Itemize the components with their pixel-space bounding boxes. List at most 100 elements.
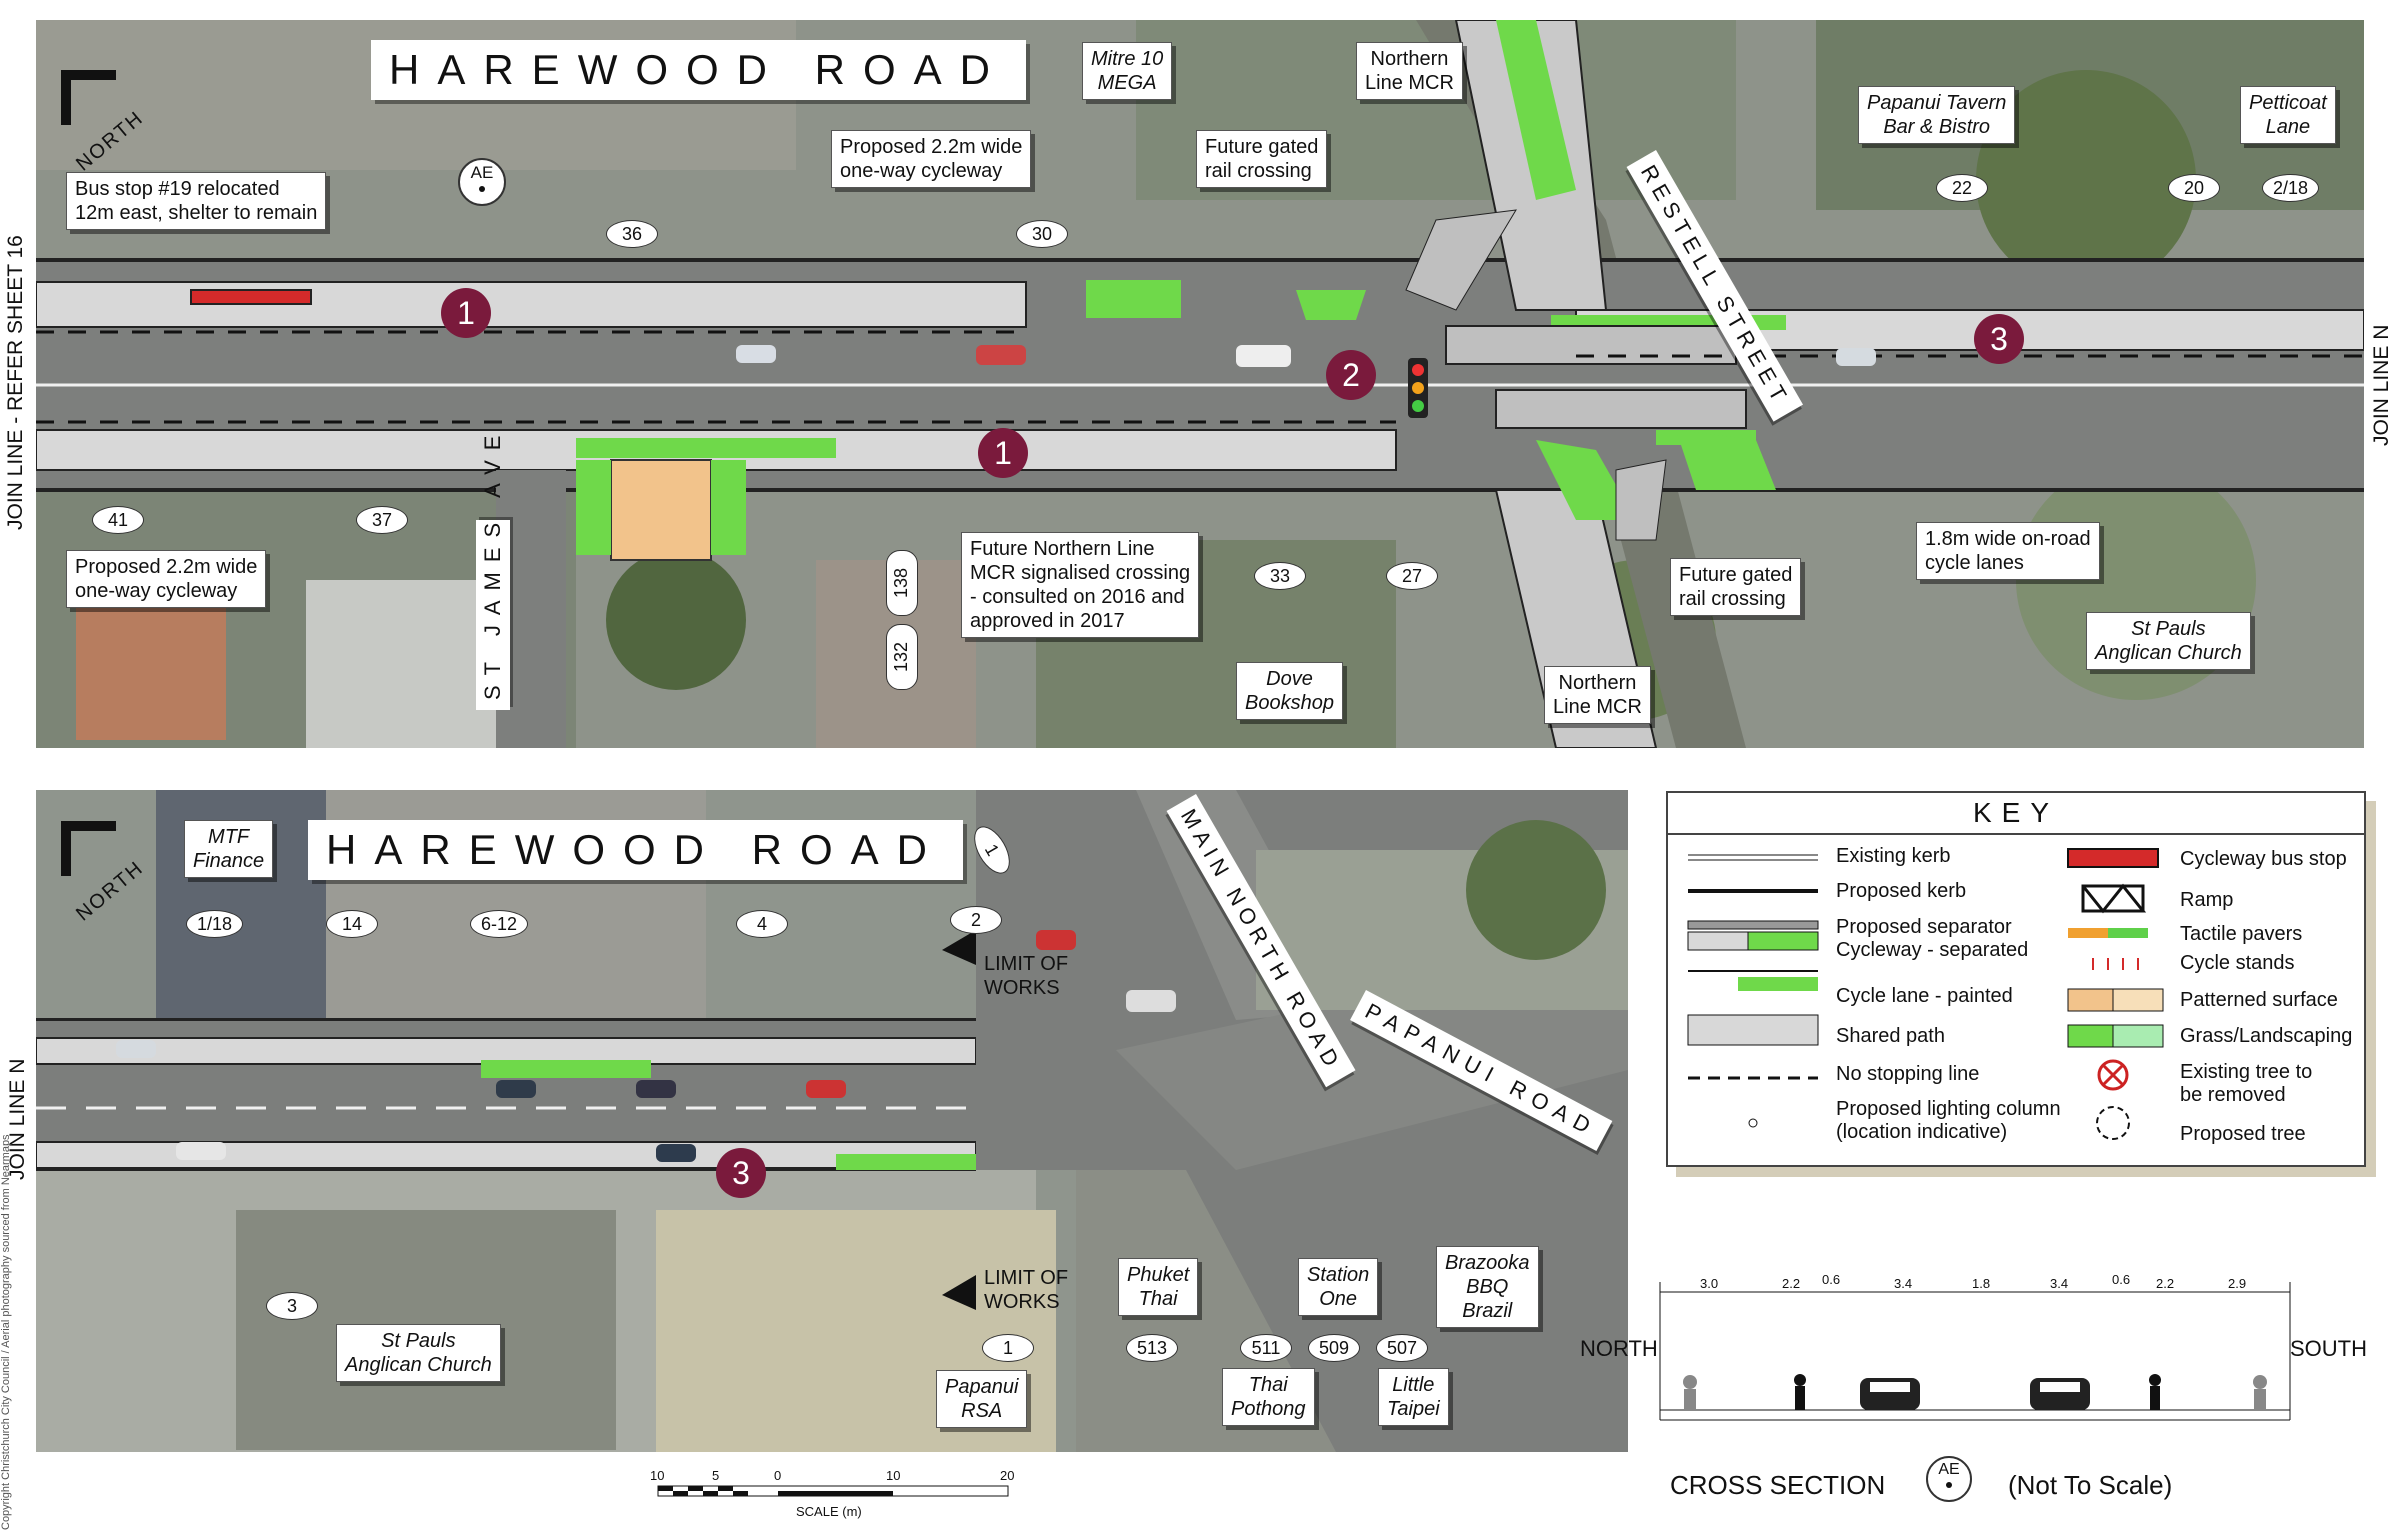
key-patterned-surface: Patterned surface (2180, 989, 2338, 1011)
map-key: KEY Existing kerb Proposed kerb Proposed… (1666, 791, 2366, 1167)
key-grass: Grass/Landscaping (2180, 1025, 2353, 1047)
key-tactile-pavers: Tactile pavers (2180, 923, 2303, 945)
section-marker-ae[interactable]: AE (458, 158, 506, 206)
key-existing-kerb: Existing kerb (1836, 845, 1951, 867)
scale-label: SCALE (m) (796, 1504, 862, 1519)
label-limit-works-top: LIMIT OF WORKS (984, 953, 1069, 999)
cross-section-title: CROSS SECTION (1670, 1470, 1886, 1500)
label-brazooka: Brazooka BBQ Brazil (1436, 1246, 1539, 1328)
label-onroad-cycle: 1.8m wide on-road cycle lanes (1916, 522, 2100, 580)
join-line-left-top: JOIN LINE - REFER SHEET 16 (4, 235, 27, 530)
cross-section-drawing (1659, 1282, 2291, 1421)
label-future-mcr: Future Northern Line MCR signalised cros… (961, 532, 1200, 638)
section-marker-dot (479, 186, 485, 192)
address-14: 14 (326, 910, 378, 938)
address-6-12: 6-12 (470, 910, 529, 938)
key-tree-removed: Existing tree to be removed (2180, 1061, 2313, 1106)
label-northern-mcr-top: Northern Line MCR (1356, 42, 1463, 100)
address-36: 36 (606, 220, 658, 248)
address-509: 509 (1308, 1334, 1361, 1362)
key-no-stopping: No stopping line (1836, 1063, 1980, 1085)
scale-tick-20: 20 (1000, 1468, 1015, 1483)
address-507: 507 (1376, 1334, 1429, 1362)
address-1-18: 1/18 (186, 910, 244, 938)
section-number-2: 2 (1326, 350, 1376, 400)
key-painted-cycle-lane: Cycle lane - painted (1836, 985, 2013, 1007)
section-number-3-bottom: 3 (716, 1148, 766, 1198)
label-cycleway-bottom: Proposed 2.2m wide one-way cycleway (66, 550, 267, 608)
road-title: HAREWOOD ROAD (371, 40, 1027, 100)
bottom-map[interactable]: HAREWOOD ROAD NORTH MTF Finance LIMIT OF… (36, 790, 1628, 1452)
address-2: 2 (950, 906, 1002, 934)
join-line-right-top: JOIN LINE N (2370, 324, 2393, 446)
scale-tick-10-left: 10 (650, 1468, 665, 1483)
label-station-one: Station One (1298, 1258, 1379, 1316)
width-2-2a: 2.2 (1782, 1276, 1801, 1291)
address-22: 22 (1936, 174, 1988, 202)
cross-section-marker: AE (1926, 1456, 1972, 1502)
label-petticoat-lane: Petticoat Lane (2240, 86, 2336, 144)
road-title-bottom: HAREWOOD ROAD (308, 820, 964, 880)
street-st-james: ST JAMES AVE (476, 426, 510, 710)
key-separated-cycleway: Proposed separator Cycleway - separated (1836, 916, 2029, 961)
scale-bar-drawing (657, 1485, 1009, 1497)
label-gated-top: Future gated rail crossing (1196, 130, 1328, 188)
address-4: 4 (736, 910, 788, 938)
key-shared-path: Shared path (1836, 1025, 1945, 1047)
label-thai-pothong: Thai Pothong (1222, 1368, 1315, 1426)
key-cycle-stands: Cycle stands (2180, 952, 2295, 974)
width-0-6b: 0.6 (2112, 1272, 2131, 1287)
address-1: 1 (982, 1334, 1034, 1362)
label-dove-bookshop: Dove Bookshop (1236, 662, 1343, 720)
address-138: 138 (886, 550, 918, 616)
section-number-3-top: 3 (1974, 314, 2024, 364)
cross-section-note: (Not To Scale) (2008, 1470, 2173, 1500)
label-mitre10: Mitre 10 MEGA (1082, 42, 1173, 100)
label-little-taipei: Little Taipei (1378, 1368, 1449, 1426)
width-0-6a: 0.6 (1822, 1272, 1841, 1287)
key-proposed-kerb: Proposed kerb (1836, 880, 1967, 902)
scale-tick-5: 5 (712, 1468, 720, 1483)
cross-section-marker-dot (1946, 1482, 1952, 1488)
cross-section-marker-text: AE (1938, 1461, 1960, 1478)
address-2-18: 2/18 (2262, 174, 2320, 202)
section-number-1-bottom: 1 (978, 428, 1028, 478)
address-3: 3 (266, 1292, 318, 1320)
north-arrow-icon (56, 65, 146, 155)
width-1-8: 1.8 (1972, 1276, 1991, 1291)
north-arrow-icon-bottom (56, 816, 146, 906)
label-mtf-finance: MTF Finance (184, 820, 274, 878)
address-41: 41 (92, 506, 144, 534)
address-132: 132 (886, 624, 918, 690)
address-132-text: 132 (891, 641, 911, 672)
label-papanui-rsa: Papanui RSA (936, 1370, 1028, 1428)
address-138-text: 138 (891, 567, 911, 598)
address-511: 511 (1240, 1334, 1292, 1362)
scale-tick-0: 0 (774, 1468, 782, 1483)
address-33: 33 (1254, 562, 1306, 590)
label-papanui-tavern: Papanui Tavern Bar & Bistro (1858, 86, 2016, 144)
label-gated-bottom: Future gated rail crossing (1670, 558, 1802, 616)
width-3-4b: 3.4 (2050, 1276, 2069, 1291)
key-ramp: Ramp (2180, 889, 2234, 911)
cross-section-north: NORTH (1580, 1336, 1658, 1361)
scale-bar: 10 5 0 10 20 SCALE (m) (650, 1464, 1030, 1524)
label-phuket-thai: Phuket Thai (1118, 1258, 1199, 1316)
address-513: 513 (1126, 1334, 1179, 1362)
address-20: 20 (2168, 174, 2220, 202)
top-map[interactable]: HAREWOOD ROAD NORTH AE Mitre 10 MEGA Nor… (36, 20, 2364, 748)
label-limit-works-bottom: LIMIT OF WORKS (984, 1267, 1069, 1313)
label-bus-stop: Bus stop #19 relocated 12m east, shelter… (66, 172, 327, 230)
address-27: 27 (1386, 562, 1438, 590)
scale-tick-10: 10 (886, 1468, 901, 1483)
cross-section-south: SOUTH (2290, 1336, 2367, 1361)
key-proposed-tree: Proposed tree (2180, 1123, 2306, 1145)
cross-section: 3.0 2.2 0.6 3.4 1.8 3.4 0.6 2.2 2.9 NORT… (1560, 1270, 2380, 1520)
label-northern-mcr-bottom: Northern Line MCR (1544, 666, 1651, 724)
width-3-0: 3.0 (1700, 1276, 1719, 1291)
key-symbols (1687, 848, 2164, 1140)
copyright-text: Copyright Christchurch City Council / Ae… (0, 1134, 12, 1530)
width-2-9: 2.9 (2228, 1276, 2247, 1291)
section-marker-text: AE (470, 163, 494, 182)
label-st-pauls-top: St Pauls Anglican Church (2086, 612, 2251, 670)
